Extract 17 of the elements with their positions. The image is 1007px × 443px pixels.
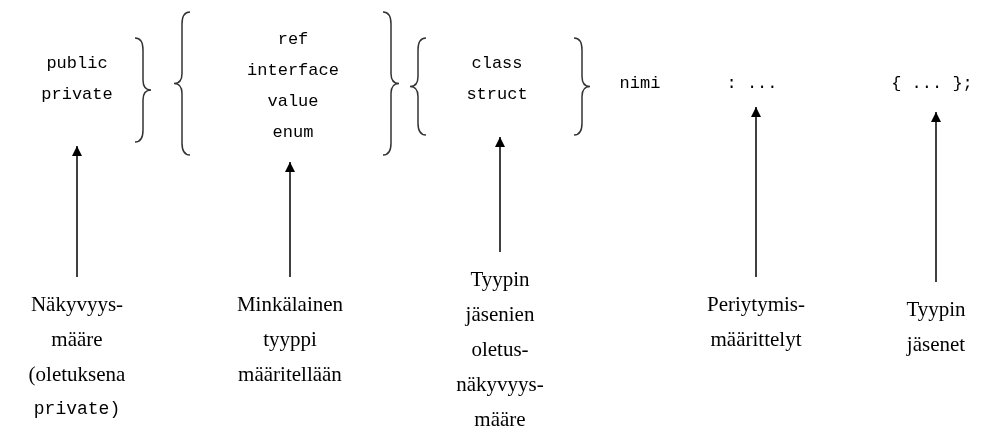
arrow bbox=[931, 111, 941, 283]
label-text: Tyypin jäsenien oletus- näkyvyys- määre bbox=[456, 266, 544, 433]
arrow bbox=[495, 136, 505, 253]
arrow bbox=[751, 106, 761, 278]
label-text: Tyypin jäsenet bbox=[906, 296, 966, 358]
label-text: private) bbox=[33, 398, 121, 421]
label-text: Näkyvyys- määre (oletuksena bbox=[28, 291, 126, 388]
arrow bbox=[72, 145, 82, 278]
arrow bbox=[285, 161, 295, 278]
label-text: Minkälainen tyyppi määritellään bbox=[236, 291, 344, 388]
code-text: class struct bbox=[466, 53, 528, 106]
code-text: ref interface value enum bbox=[247, 29, 339, 144]
code-text: { ... }; bbox=[890, 73, 974, 95]
code-text: nimi bbox=[618, 73, 662, 95]
label-text: Periytymis- määrittelyt bbox=[707, 291, 805, 353]
code-text: : ... bbox=[725, 73, 779, 95]
code-text: public private bbox=[41, 53, 113, 106]
